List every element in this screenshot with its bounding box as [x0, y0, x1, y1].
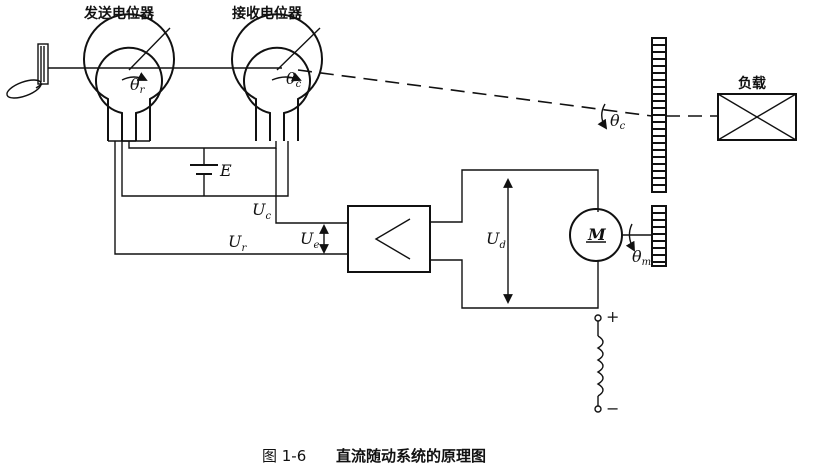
figure-title: 直流随动系统的原理图: [336, 447, 486, 465]
amplifier: [347, 205, 431, 273]
figure-number: 图 1-6: [262, 447, 306, 465]
theta-c-arrow: [597, 103, 608, 130]
hand-crank: [6, 43, 49, 99]
transmitter-potentiometer: [83, 13, 175, 142]
ue-label: Ue: [300, 229, 319, 251]
transmitter-label: 发送电位器: [83, 5, 155, 22]
receiver-label: 接收电位器: [232, 5, 303, 22]
load-label: 负载: [738, 75, 766, 92]
motor-wiring: [430, 169, 599, 309]
plus-terminal: +: [606, 307, 619, 326]
pinion-gear: [651, 205, 667, 267]
ur-wire: [114, 141, 348, 255]
ud-label: Ud: [486, 229, 506, 251]
theta-c-load-symbol: θc: [610, 111, 626, 132]
ur-label: Ur: [228, 232, 247, 254]
uc-label: Uc: [252, 200, 271, 222]
theta-m-symbol: θm: [632, 247, 651, 268]
load-box: [717, 93, 797, 141]
battery-label: E: [219, 161, 232, 180]
driven-gear: [651, 37, 667, 193]
receiver-potentiometer: [231, 13, 323, 141]
theta-c-receiver-symbol: θc: [286, 69, 302, 90]
minus-terminal: −: [606, 399, 619, 418]
output-shaft: [297, 69, 653, 117]
motor: [569, 208, 652, 262]
motor-label: M: [587, 225, 607, 244]
theta-r-symbol: θr: [130, 75, 146, 96]
reference-wiring: [121, 141, 289, 197]
battery-e: [190, 164, 218, 175]
uc-wire: [275, 148, 348, 224]
field-winding: [594, 314, 604, 413]
